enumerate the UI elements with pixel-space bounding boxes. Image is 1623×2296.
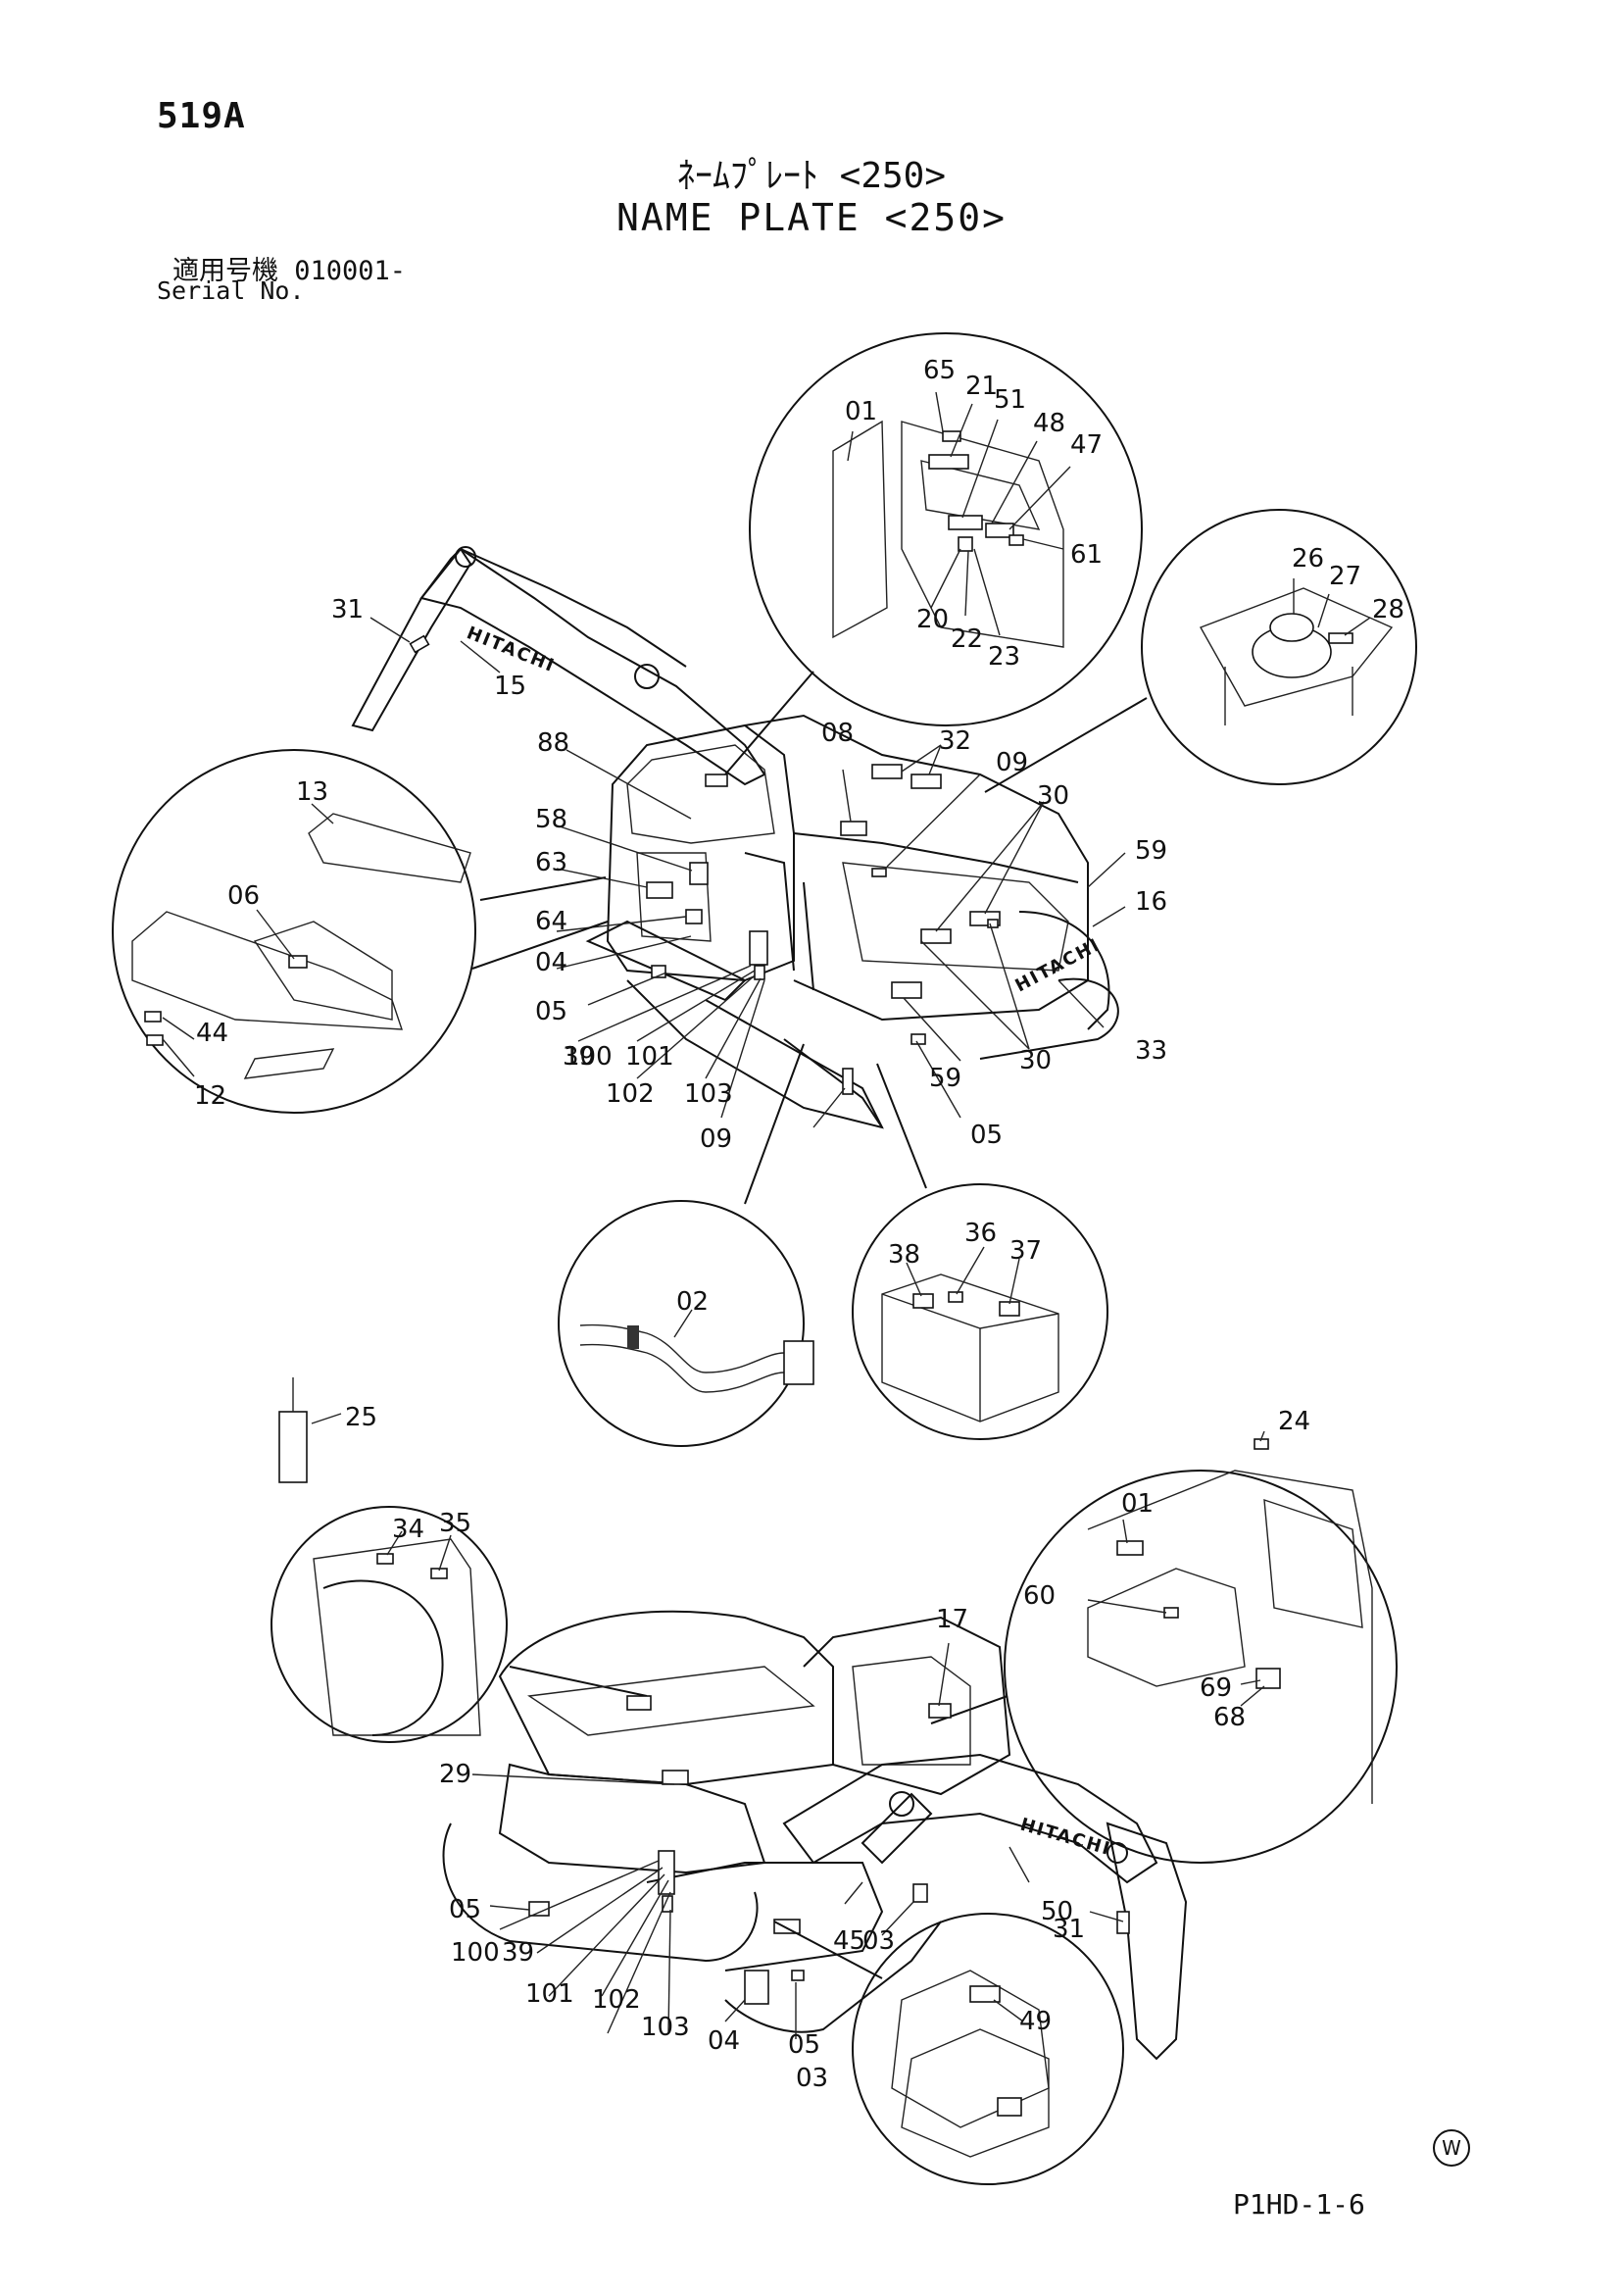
callout-upper-machine-04: 04 [535, 948, 567, 977]
console-detail-circle [773, 1913, 1124, 2185]
callout-lower-machine-05: 05 [449, 1895, 481, 1924]
callout-upper-machine-09: 09 [700, 1124, 732, 1154]
callout-cab-interior-detail-68: 68 [1213, 1703, 1246, 1732]
serial-label-japanese: 適用号機 010001- [172, 256, 407, 286]
callout-seat-detail-13: 13 [296, 777, 328, 807]
callout-upper-machine-101: 101 [625, 1042, 674, 1072]
callout-radiator-detail-34: 34 [392, 1515, 424, 1544]
callout-upper-machine-30: 30 [1037, 781, 1069, 811]
callout-radiator-detail-35: 35 [439, 1509, 471, 1538]
callout-battery-detail-36: 36 [964, 1219, 997, 1248]
callout-filter-detail-26: 26 [1292, 544, 1324, 574]
callout-upper-machine-88: 88 [537, 728, 569, 758]
callout-upper-machine-63: 63 [535, 848, 567, 877]
seat-floor-detail-circle [112, 749, 609, 1114]
callout-cab-detail-23: 23 [988, 642, 1020, 672]
serial-label-english: Serial No. [157, 276, 305, 305]
callout-upper-machine-09: 09 [996, 748, 1028, 777]
callout-lower-machine-29: 29 [439, 1760, 471, 1789]
callout-lower-machine-45: 45 [833, 1926, 865, 1956]
callout-cab-interior-detail-69: 69 [1200, 1673, 1232, 1703]
counterweight-brand-text: HITACHI [1011, 934, 1104, 996]
callout-upper-machine-05: 05 [535, 997, 567, 1026]
lower-leader-lines [471, 1642, 1124, 2039]
callout-lower-machine-04: 04 [708, 2026, 740, 2056]
callout-seat-detail-44: 44 [196, 1019, 228, 1048]
callout-upper-machine-30: 30 [1019, 1046, 1052, 1075]
callout-cab-detail-61: 61 [1070, 540, 1103, 570]
callout-upper-machine-64: 64 [535, 907, 567, 936]
callout-upper-machine-15: 15 [494, 672, 526, 701]
callout-upper-machine-05: 05 [970, 1121, 1003, 1150]
boom-brand-text: HITACHI [464, 623, 558, 676]
callout-seat-detail-12: 12 [194, 1081, 226, 1111]
callout-console-detail-49: 49 [1019, 2007, 1052, 2036]
callout-cab-detail-01: 01 [845, 397, 877, 426]
title-japanese: ﾈｰﾑﾌﾟﾚｰﾄ <250> [676, 156, 947, 196]
callout-filter-detail-27: 27 [1329, 562, 1361, 591]
upper-leader-lines [369, 617, 1126, 1128]
callout-lower-machine-17: 17 [936, 1605, 968, 1634]
title-english: NAME PLATE <250> [615, 196, 1008, 239]
callout-cab-detail-65: 65 [923, 356, 956, 385]
callout-lower-machine-39: 39 [502, 1938, 534, 1968]
callout-upper-machine-39: 39 [563, 1042, 595, 1072]
callout-lower-machine-100: 100 [451, 1938, 500, 1968]
cab-sticker-detail-circle [724, 332, 1143, 775]
lower-boom-brand-text: HITACHI [1018, 1815, 1114, 1861]
battery-detail-circle [852, 1063, 1108, 1440]
drawing-code: P1HD-1-6 [1233, 2188, 1365, 2221]
filter-detail-circle [984, 509, 1417, 793]
callout-loose-tag-25: 25 [345, 1403, 377, 1432]
callout-filter-detail-28: 28 [1372, 595, 1404, 624]
page-number: 519A [157, 96, 246, 136]
callout-hose-detail-02: 02 [676, 1287, 709, 1317]
cab-interior-detail-circle [930, 1430, 1398, 1864]
callout-upper-machine-16: 16 [1135, 887, 1167, 917]
radiator-detail-circle [270, 1506, 648, 1743]
callout-upper-machine-31: 31 [331, 595, 364, 624]
callout-upper-machine-58: 58 [535, 805, 567, 834]
callout-cab-detail-21: 21 [965, 372, 998, 401]
callout-lower-machine-102: 102 [592, 1985, 641, 2015]
callout-lower-machine-03: 03 [862, 1926, 895, 1956]
callout-upper-machine-08: 08 [821, 719, 854, 748]
callout-upper-machine-103: 103 [684, 1079, 733, 1109]
callout-battery-detail-38: 38 [888, 1240, 920, 1270]
callout-cab-interior-detail-01: 01 [1121, 1489, 1154, 1519]
callout-upper-machine-102: 102 [606, 1079, 655, 1109]
callout-seat-detail-06: 06 [227, 881, 260, 911]
callout-lower-machine-103: 103 [641, 2013, 690, 2042]
callout-cab-detail-20: 20 [916, 605, 949, 634]
callout-cab-interior-detail-60: 60 [1023, 1581, 1056, 1611]
callout-lower-machine-03: 03 [796, 2064, 828, 2093]
callout-lower-machine-31: 31 [1053, 1915, 1085, 1944]
callout-upper-machine-100: 100 [564, 1042, 613, 1072]
callout-upper-machine-59: 59 [929, 1064, 961, 1093]
callout-battery-detail-37: 37 [1009, 1236, 1042, 1266]
callout-lower-machine-50: 50 [1041, 1897, 1073, 1926]
callout-lower-machine-101: 101 [525, 1979, 574, 2009]
callout-cab-interior-detail-24: 24 [1278, 1407, 1310, 1436]
hose-detail-circle [558, 1043, 814, 1447]
callout-upper-machine-32: 32 [939, 726, 971, 756]
callout-cab-detail-51: 51 [994, 385, 1026, 415]
callout-cab-detail-22: 22 [951, 624, 983, 654]
w-stamp-icon: W [1433, 2129, 1470, 2167]
callout-cab-detail-47: 47 [1070, 430, 1103, 460]
callout-cab-detail-48: 48 [1033, 409, 1065, 438]
loose-tag-25 [278, 1377, 342, 1483]
upper-machine-drawing: HITACHI HITACHI [351, 546, 1119, 1129]
callout-lower-machine-05: 05 [788, 2030, 820, 2060]
callout-upper-machine-33: 33 [1135, 1036, 1167, 1066]
callout-upper-machine-59: 59 [1135, 836, 1167, 866]
